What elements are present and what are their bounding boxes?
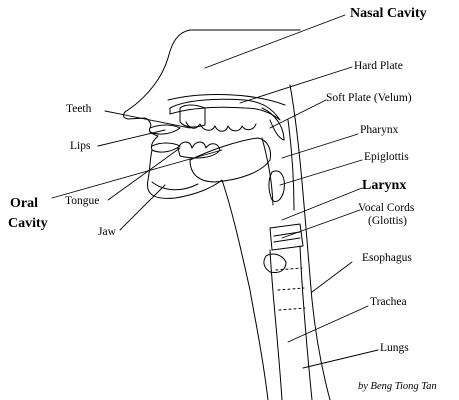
leader-teeth [104, 110, 191, 129]
leader-tongue [107, 147, 181, 201]
leader-vocal-cords [281, 209, 361, 239]
lower-lip-shape [151, 142, 181, 153]
pharynx-back-wall [287, 119, 295, 211]
epiglottis-shape [268, 170, 285, 203]
label-lungs: Lungs [380, 342, 409, 354]
leader-soft-plate [269, 99, 327, 129]
label-vocal-cords-line2: (Glottis) [368, 215, 407, 227]
hard-palate-shape [169, 98, 281, 121]
leader-lines [51, 14, 379, 369]
leader-trachea [287, 305, 369, 343]
upper-lip-shape [149, 124, 181, 135]
label-nasal-cavity: Nasal Cavity [350, 6, 427, 21]
leader-hard-plate [239, 66, 353, 104]
pharynx-front-wall [261, 137, 274, 206]
leader-larynx [281, 187, 363, 221]
trachea-back [299, 245, 313, 400]
label-oral-cavity-line1: Oral [10, 196, 38, 211]
leader-oral-cavity [51, 149, 223, 199]
label-lips: Lips [70, 140, 91, 152]
label-soft-plate: Soft Plate (Velum) [326, 92, 412, 104]
vocal-cords-lines [273, 231, 301, 243]
soft-palate-shape [261, 107, 285, 141]
upper-teeth-row [185, 121, 257, 132]
label-trachea: Trachea [370, 296, 407, 308]
leader-jaw [119, 184, 166, 231]
larynx-outline [269, 223, 304, 251]
neck-back-outline [289, 84, 331, 400]
label-pharynx: Pharynx [360, 124, 399, 136]
tongue-shape [189, 137, 271, 183]
label-epiglottis: Epiglottis [364, 151, 409, 163]
jaw-curve [151, 181, 199, 191]
nasal-floor-line [167, 94, 286, 106]
esophagus-bulge [263, 253, 287, 273]
lower-teeth-row [177, 141, 221, 159]
credit-text: by Beng Tiong Tan [358, 381, 437, 392]
face-profile-outline [123, 29, 301, 400]
label-tongue: Tongue [65, 195, 100, 207]
leader-lungs [302, 349, 379, 369]
leader-esophagus [311, 261, 353, 293]
trachea-front [269, 249, 283, 400]
label-vocal-cords-line1: Vocal Cords [358, 202, 415, 214]
leader-nasal-cavity [204, 14, 346, 69]
leader-pharynx [281, 133, 359, 159]
label-esophagus: Esophagus [362, 252, 412, 264]
label-teeth: Teeth [66, 103, 92, 115]
leader-lips [97, 129, 166, 147]
label-larynx: Larynx [362, 178, 407, 193]
label-hard-plate: Hard Plate [354, 60, 403, 72]
leader-epiglottis [279, 159, 363, 186]
label-oral-cavity-line2: Cavity [8, 216, 48, 231]
trachea-rings [275, 267, 306, 311]
upper-gum-shape [179, 104, 206, 128]
label-jaw: Jaw [98, 226, 116, 238]
